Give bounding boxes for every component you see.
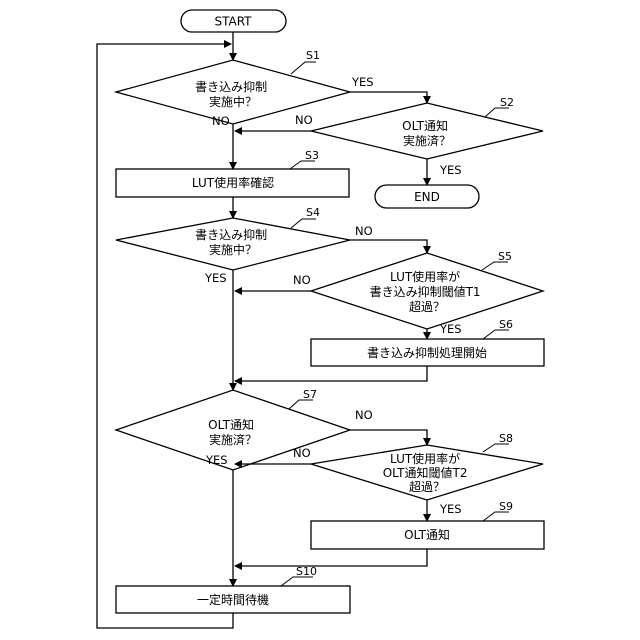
step-label-s2: S2 xyxy=(500,96,514,109)
branch-label-s2-no: NO xyxy=(295,113,313,127)
step-label-s6: S6 xyxy=(499,318,513,331)
connector-s1-yes xyxy=(350,92,427,103)
step-label-s5: S5 xyxy=(498,250,512,263)
step-leader-s2 xyxy=(485,108,509,117)
connector-s7-no xyxy=(350,430,427,445)
process-s3-label: LUT使用率確認 xyxy=(192,175,274,190)
step-leader-s1 xyxy=(291,62,316,74)
step-leader-s4 xyxy=(291,219,316,228)
connector-s4-no xyxy=(350,240,427,253)
connector xyxy=(235,366,427,381)
step-leader-s5 xyxy=(482,262,508,270)
branch-label-s7-yes: YES xyxy=(205,453,228,467)
branch-label-s1-no: NO xyxy=(212,114,230,128)
step-leader-s10 xyxy=(281,577,313,586)
step-label-s8: S8 xyxy=(499,432,513,445)
step-label-s4: S4 xyxy=(306,206,320,219)
step-leader-s3 xyxy=(290,161,315,169)
decision-s7-label: OLT通知 実施済？ xyxy=(208,418,258,447)
connector xyxy=(235,549,427,566)
branch-label-s2-yes: YES xyxy=(439,163,462,177)
step-label-s9: S9 xyxy=(499,500,513,513)
branch-label-s5-no: NO xyxy=(293,273,311,287)
process-s6-label: 書き込み抑制処理開始 xyxy=(367,345,487,360)
end-label: END xyxy=(414,190,440,204)
branch-label-s7-no: NO xyxy=(355,408,373,422)
step-label-s10: S10 xyxy=(296,565,317,578)
branch-label-s4-no: NO xyxy=(355,224,373,238)
step-label-s7: S7 xyxy=(303,388,317,401)
branch-label-s5-yes: YES xyxy=(439,322,462,336)
step-leader-s9 xyxy=(483,512,509,521)
branch-label-s4-yes: YES xyxy=(204,271,227,285)
branch-label-s1-yes: YES xyxy=(351,75,374,89)
branch-label-s8-no: NO xyxy=(293,446,311,460)
loop-back-connector xyxy=(97,44,233,628)
process-s10-label: 一定時間待機 xyxy=(197,592,269,607)
step-label-s3: S3 xyxy=(305,149,319,162)
process-s9-label: OLT通知 xyxy=(404,528,450,542)
decision-s2-label: OLT通知 実施済？ xyxy=(402,119,452,148)
step-leader-s6 xyxy=(483,330,509,339)
step-label-s1: S1 xyxy=(306,49,320,62)
start-label: START xyxy=(214,15,252,29)
step-leader-s8 xyxy=(483,444,509,452)
branch-label-s8-yes: YES xyxy=(439,502,462,516)
step-leader-s7 xyxy=(289,400,313,409)
